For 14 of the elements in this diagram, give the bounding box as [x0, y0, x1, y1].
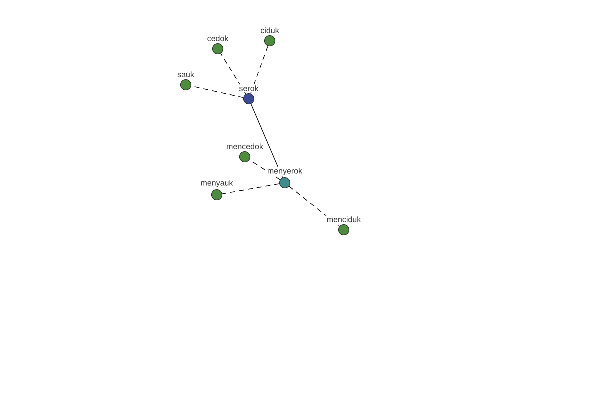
node-label: mencedok: [227, 144, 264, 150]
node-label: menyauk: [201, 180, 234, 188]
connector: [249, 160, 281, 180]
node-label: sauk: [178, 72, 194, 78]
node-label: serok: [239, 86, 259, 92]
connector: [222, 184, 280, 194]
node-label: menyerok: [268, 168, 303, 176]
connector: [288, 186, 340, 227]
node-label: menciduk: [327, 216, 362, 222]
node-label: cedok: [208, 36, 229, 42]
connector: [250, 104, 284, 178]
connector: [220, 53, 246, 95]
connector: [250, 46, 268, 94]
node-label: ciduk: [261, 28, 280, 34]
